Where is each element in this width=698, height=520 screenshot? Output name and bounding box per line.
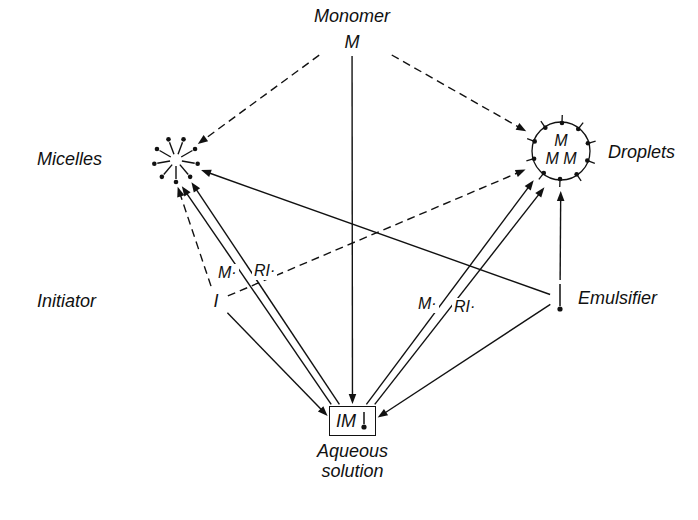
arrow-head (349, 394, 357, 404)
reaction-arrow (375, 187, 545, 404)
arrow-head (516, 123, 527, 131)
arrow-head (318, 406, 328, 416)
emulsifier-symbol (552, 282, 568, 314)
arrow-head (198, 135, 208, 144)
arrow-line (196, 189, 340, 405)
arrow-line (351, 56, 353, 396)
arrow-head (182, 186, 191, 196)
micelle-figure (148, 130, 204, 190)
arrow-line (209, 173, 551, 295)
arrow-line (375, 194, 540, 405)
reaction-arrow (349, 56, 357, 404)
reaction-arrow (198, 55, 319, 144)
node-label: Micelles (37, 149, 102, 169)
radical-label: RI· (252, 262, 277, 280)
arrow-head (378, 409, 388, 418)
aqueous-box: IMAqueous solution (329, 406, 376, 436)
formula-symbol: I (206, 288, 226, 314)
initiator-node: InitiatorI (206, 288, 226, 314)
reaction-arrow (366, 180, 533, 404)
radical-label: M· (216, 264, 239, 282)
node-heading: Monomer (314, 6, 390, 26)
radical-label: M· (416, 295, 439, 313)
formula-symbol: M M (522, 150, 600, 168)
arrow-line (204, 55, 319, 139)
radical-label: RI· (452, 298, 477, 316)
arrow-line (227, 313, 322, 410)
formula-symbol: M (314, 32, 390, 52)
emulsifier-node: Emulsifier (552, 282, 568, 314)
arrow-head (525, 180, 534, 190)
arrow-line (392, 55, 520, 127)
node-label: Emulsifier (578, 288, 657, 308)
arrow-head (557, 191, 565, 201)
reaction-arrow (177, 187, 211, 286)
reaction-arrow (191, 182, 339, 404)
reaction-arrow (201, 170, 550, 295)
arrow-head (201, 170, 212, 177)
node-label: Aqueous solution (307, 441, 399, 481)
monomer-node: MonomerM (308, 4, 396, 54)
arrow-head (515, 170, 526, 177)
reaction-arrow (182, 186, 331, 404)
emulsifier-symbol (359, 410, 369, 432)
node-label: Droplets (608, 142, 675, 162)
arrow-line (559, 199, 561, 280)
formula-symbol: M (522, 132, 600, 150)
arrow-line (186, 193, 331, 405)
arrow-line (384, 304, 550, 413)
micelle-node: Micelles (148, 130, 204, 190)
reaction-arrow (557, 191, 565, 280)
node-label: Initiator (37, 291, 96, 311)
arrow-line (366, 187, 528, 405)
reaction-arrow (378, 304, 551, 417)
arrow-head (191, 182, 200, 192)
droplet-node: DropletsMM M (522, 112, 600, 190)
formula-symbol: IM (336, 411, 356, 431)
reaction-arrow (392, 55, 526, 131)
arrow-line (180, 194, 211, 286)
arrow-head (535, 187, 544, 197)
